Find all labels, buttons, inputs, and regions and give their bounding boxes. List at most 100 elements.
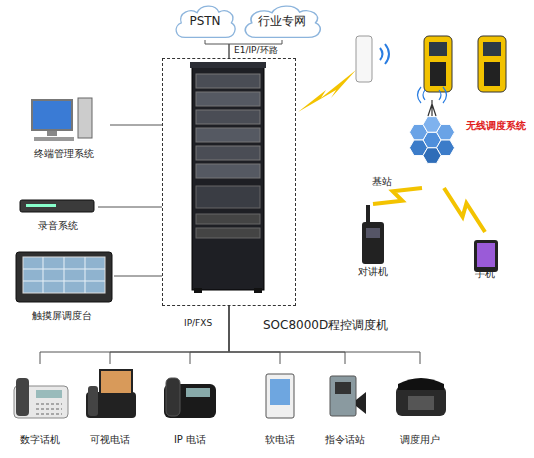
node-label: SOC8000D程控调度机 (263, 319, 388, 331)
video-screen (100, 370, 132, 394)
device-node: 指令话站 (313, 364, 377, 446)
access-point (356, 36, 372, 82)
pc-tower (78, 98, 92, 138)
node-label: 指令话站 (325, 434, 365, 446)
signal-waves (380, 44, 389, 64)
node-label: 软电话 (265, 434, 295, 446)
device-node: 软电话 (248, 364, 312, 446)
base-station: 基站 (372, 98, 464, 188)
handset-screen (429, 42, 447, 56)
rack-panel (196, 74, 260, 88)
connector (110, 306, 229, 364)
node-label: 终端管理系统 (34, 148, 94, 160)
dispatcher-box: SOC8000D程控调度机 (162, 58, 296, 306)
node-label: 调度用户 (400, 434, 440, 446)
lightning-link (444, 188, 485, 232)
rack-panel (196, 228, 260, 238)
connector (229, 306, 280, 364)
station-speaker (335, 382, 351, 394)
walkie-antenna (366, 205, 370, 223)
phone-keys (36, 404, 62, 414)
connector (40, 306, 229, 364)
rack-foot (194, 288, 202, 293)
connector (190, 306, 229, 364)
device-node: 录音系统 (18, 196, 98, 232)
connector (98, 207, 162, 208)
cloud-shape (176, 6, 235, 37)
network-cloud: PSTN (172, 2, 238, 40)
device-node: 终端管理系统 (18, 92, 110, 160)
connector-label: E1/IP/环路 (234, 45, 278, 56)
phone-screen (36, 390, 62, 398)
device-node: IP 电话 (158, 364, 222, 446)
network-cloud: 行业专网 (240, 2, 324, 40)
phone-handset (88, 386, 98, 416)
rack-panel (196, 214, 260, 224)
connector (229, 306, 345, 364)
keyboard (34, 137, 74, 141)
handset-keys (484, 62, 500, 86)
device-node: 数字话机 (8, 364, 72, 446)
monitor (32, 100, 72, 130)
node-label: 基站 (372, 176, 392, 188)
node-label: 对讲机 (358, 266, 388, 278)
walkie-screen (366, 228, 380, 238)
node-label: IP 电话 (174, 434, 206, 446)
walkie-talkie (362, 222, 384, 264)
system-label: 无线调度系统 (466, 120, 526, 132)
node-label: 数字话机 (20, 434, 60, 446)
console-grid (23, 257, 105, 293)
antenna-tower (428, 100, 436, 116)
monitor-stand (47, 131, 57, 136)
softphone-screen (270, 379, 290, 405)
device-node: 手机 (462, 232, 508, 280)
recorder-led (26, 204, 56, 207)
phone-screen (186, 388, 210, 397)
lightning-link (373, 188, 422, 204)
phone-body (396, 386, 446, 416)
megaphone (356, 392, 366, 414)
handset (478, 36, 506, 92)
rack-panel (196, 92, 260, 106)
phone-handset (398, 378, 444, 390)
rack-panel (196, 164, 260, 178)
recorder-device (20, 200, 94, 212)
connector (110, 125, 162, 126)
lightning-bolt (298, 70, 356, 112)
rack-cap (190, 62, 266, 68)
node-label: 可视电话 (90, 434, 130, 446)
node-label: 行业专网 (258, 15, 306, 27)
device-node: 可视电话 (78, 364, 142, 446)
connector (229, 306, 420, 364)
rack-cabinet (192, 64, 264, 290)
connector (114, 276, 162, 277)
device-node: 调度用户 (388, 364, 452, 446)
handset-keys (430, 62, 446, 86)
node-label: 触摸屏调度台 (32, 310, 92, 322)
handset (424, 36, 452, 92)
signal-waves (418, 87, 447, 103)
phone-handset (166, 378, 180, 416)
rack-panel (196, 146, 260, 160)
node-label: 手机 (475, 268, 495, 280)
rack-panel (196, 186, 260, 208)
console-body (16, 252, 112, 302)
connector (229, 40, 282, 58)
node-label: 录音系统 (38, 220, 78, 232)
connector (205, 40, 229, 58)
cell-hex (423, 117, 441, 133)
cloud-shape (245, 6, 320, 37)
connector-label: IP/FXS (184, 318, 212, 329)
mobile-phone (474, 240, 498, 272)
cell-hex (423, 148, 441, 164)
rack-panel (196, 128, 260, 142)
phone-keys (408, 396, 434, 410)
softphone-device (266, 374, 294, 418)
rack-panel (196, 110, 260, 124)
console-screen (23, 257, 105, 293)
mobile-screen (477, 243, 495, 267)
rack-foot (254, 288, 262, 293)
